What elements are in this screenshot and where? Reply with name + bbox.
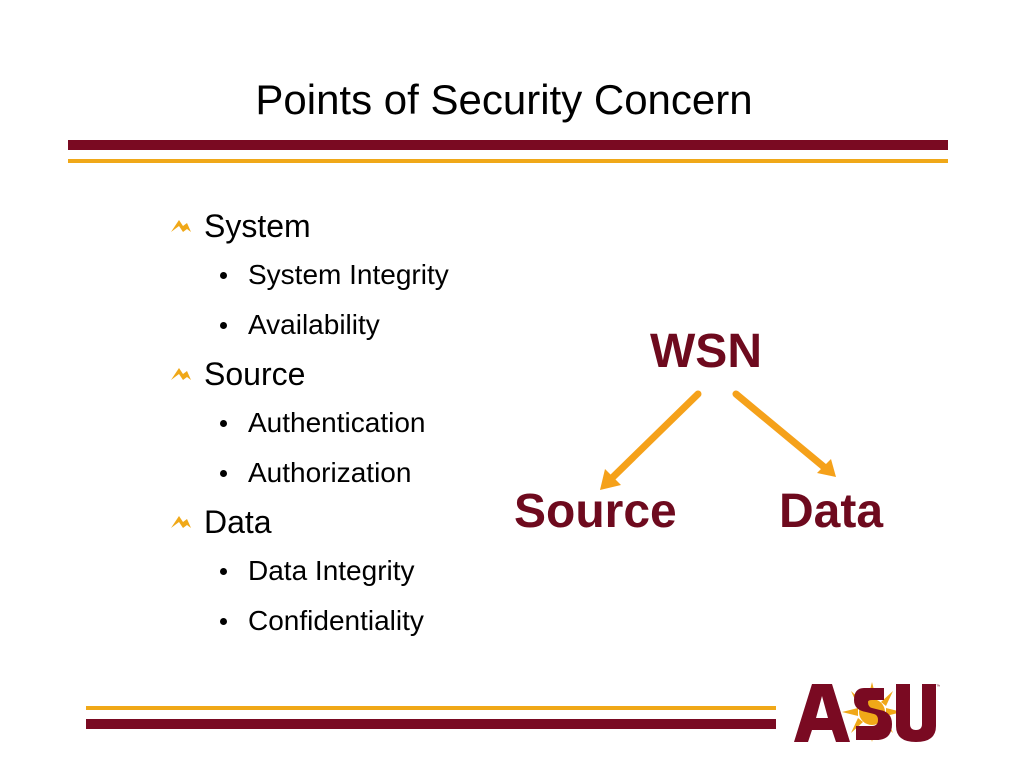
diagram-node-wsn: WSN bbox=[650, 325, 762, 378]
black-dot-icon bbox=[220, 618, 227, 625]
list-item-label: Confidentiality bbox=[248, 605, 424, 636]
gold-flag-icon bbox=[171, 220, 191, 232]
slide-title: Points of Security Concern bbox=[255, 76, 753, 123]
section-data: Data bbox=[168, 498, 508, 546]
diagram-arrows bbox=[600, 390, 836, 490]
list-item-label: Authentication bbox=[248, 407, 426, 438]
section-label: System bbox=[204, 208, 311, 244]
list-item-label: System Integrity bbox=[248, 259, 449, 290]
section-system: System bbox=[168, 202, 508, 250]
list-item-label: Data Integrity bbox=[248, 555, 415, 586]
asu-logo: ™ bbox=[794, 682, 940, 742]
list-item-label: Authorization bbox=[248, 457, 412, 488]
arrow-to-data bbox=[732, 390, 836, 477]
diagram-node-source: Source bbox=[514, 485, 677, 538]
bottom-divider-maroon bbox=[86, 719, 776, 729]
gold-flag-icon bbox=[171, 516, 191, 528]
list-item: System Integrity bbox=[168, 250, 508, 300]
list-item: Confidentiality bbox=[168, 596, 508, 646]
black-dot-icon bbox=[220, 420, 227, 427]
list-item: Availability bbox=[168, 300, 508, 350]
wsn-diagram: WSN Source Data bbox=[500, 320, 920, 550]
diagram-node-data: Data bbox=[779, 485, 884, 538]
black-dot-icon bbox=[220, 568, 227, 575]
gold-flag-icon bbox=[171, 368, 191, 380]
arrow-to-source bbox=[600, 390, 702, 490]
svg-text:™: ™ bbox=[936, 684, 940, 690]
black-dot-icon bbox=[220, 470, 227, 477]
section-label: Source bbox=[204, 356, 306, 392]
black-dot-icon bbox=[220, 272, 227, 279]
section-source: Source bbox=[168, 350, 508, 398]
list-item-label: Availability bbox=[248, 309, 380, 340]
list-item: Authorization bbox=[168, 448, 508, 498]
list-item: Authentication bbox=[168, 398, 508, 448]
section-label: Data bbox=[204, 504, 272, 540]
top-divider-maroon bbox=[68, 140, 948, 150]
top-divider-gold bbox=[68, 159, 948, 163]
list-item: Data Integrity bbox=[168, 546, 508, 596]
bullet-list: System System Integrity Availability Sou… bbox=[168, 202, 508, 646]
black-dot-icon bbox=[220, 322, 227, 329]
bottom-divider-gold bbox=[86, 706, 776, 710]
